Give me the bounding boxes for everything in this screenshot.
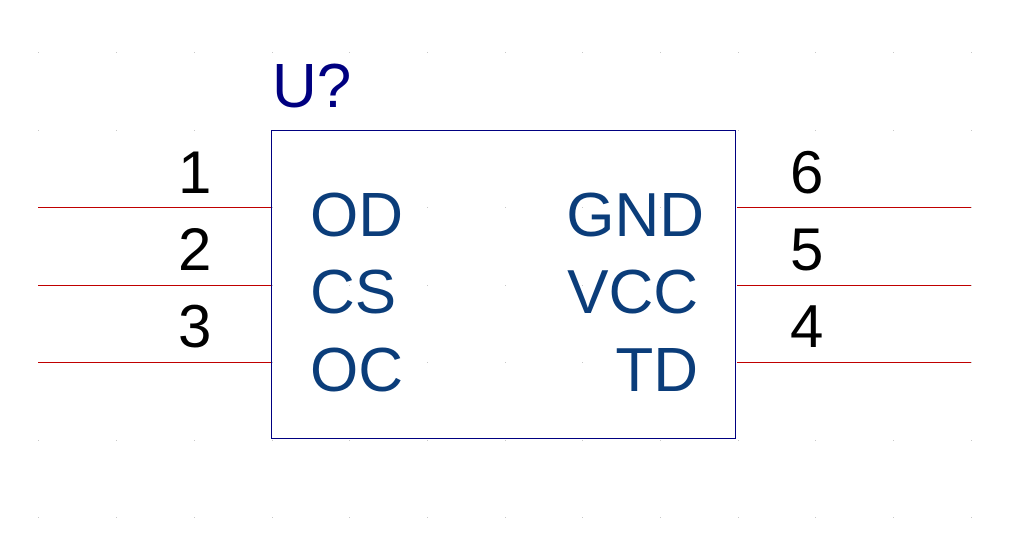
grid-dot (194, 130, 195, 131)
grid-dot (738, 517, 739, 518)
grid-dot (660, 285, 661, 286)
pin-name-gnd: GND (566, 181, 704, 250)
component-designator[interactable]: U? (272, 52, 352, 121)
grid-dot (971, 440, 972, 441)
grid-dot (38, 52, 39, 53)
grid-dot (427, 207, 428, 208)
grid-dot (272, 285, 273, 286)
pin-name-od: OD (310, 181, 403, 250)
grid-dot (505, 52, 506, 53)
grid-dot (505, 362, 506, 363)
grid-dot (738, 52, 739, 53)
grid-dot (660, 517, 661, 518)
grid-dot (116, 440, 117, 441)
grid-dot (349, 285, 350, 286)
grid-dot (505, 440, 506, 441)
grid-dot (971, 362, 972, 363)
grid-dot (582, 285, 583, 286)
grid-dot (660, 207, 661, 208)
grid-dot (349, 207, 350, 208)
grid-dot (893, 130, 894, 131)
pin-line-2[interactable] (38, 285, 271, 286)
grid-dot (815, 517, 816, 518)
pin-number-1: 1 (178, 139, 212, 206)
grid-dot (971, 130, 972, 131)
pin-line-4[interactable] (737, 362, 971, 363)
grid-dot (971, 285, 972, 286)
grid-dot (971, 52, 972, 53)
pin-name-cs: CS (310, 258, 397, 327)
grid-dot (38, 440, 39, 441)
grid-dot (738, 130, 739, 131)
grid-dot (505, 207, 506, 208)
grid-dot (38, 130, 39, 131)
grid-dot (738, 440, 739, 441)
grid-dot (660, 362, 661, 363)
grid-dot (194, 440, 195, 441)
grid-dot (272, 207, 273, 208)
component-body[interactable] (271, 130, 736, 439)
grid-dot (272, 52, 273, 53)
grid-dot (582, 52, 583, 53)
grid-dot (815, 130, 816, 131)
pin-line-5[interactable] (737, 285, 971, 286)
pin-number-5: 5 (790, 216, 824, 283)
grid-dot (272, 517, 273, 518)
pin-number-6: 6 (790, 139, 824, 206)
grid-dot (38, 517, 39, 518)
grid-dot (660, 440, 661, 441)
grid-dot (505, 517, 506, 518)
grid-dot (893, 52, 894, 53)
grid-dot (427, 285, 428, 286)
grid-dot (971, 207, 972, 208)
grid-dot (815, 440, 816, 441)
grid-dot (505, 285, 506, 286)
grid-dot (194, 517, 195, 518)
grid-dot (971, 517, 972, 518)
grid-dot (427, 440, 428, 441)
grid-dot (272, 440, 273, 441)
pin-number-3: 3 (178, 293, 212, 360)
grid-dot (116, 52, 117, 53)
grid-dot (582, 362, 583, 363)
grid-dot (272, 362, 273, 363)
pin-name-vcc: VCC (567, 258, 698, 327)
grid-dot (893, 517, 894, 518)
pin-name-td: TD (615, 336, 698, 405)
pin-line-3[interactable] (38, 362, 271, 363)
grid-dot (349, 517, 350, 518)
grid-dot (194, 52, 195, 53)
grid-dot (427, 517, 428, 518)
pin-name-oc: OC (310, 336, 403, 405)
grid-dot (660, 52, 661, 53)
grid-dot (427, 52, 428, 53)
pin-line-6[interactable] (737, 207, 971, 208)
grid-dot (893, 440, 894, 441)
grid-dot (815, 52, 816, 53)
grid-dot (582, 207, 583, 208)
grid-dot (349, 52, 350, 53)
grid-dot (116, 130, 117, 131)
grid-dot (427, 362, 428, 363)
grid-dot (582, 517, 583, 518)
grid-dot (349, 440, 350, 441)
grid-dot (349, 362, 350, 363)
grid-dot (116, 517, 117, 518)
pin-number-4: 4 (790, 293, 824, 360)
pin-line-1[interactable] (38, 207, 271, 208)
grid-dot (582, 440, 583, 441)
pin-number-2: 2 (178, 216, 212, 283)
